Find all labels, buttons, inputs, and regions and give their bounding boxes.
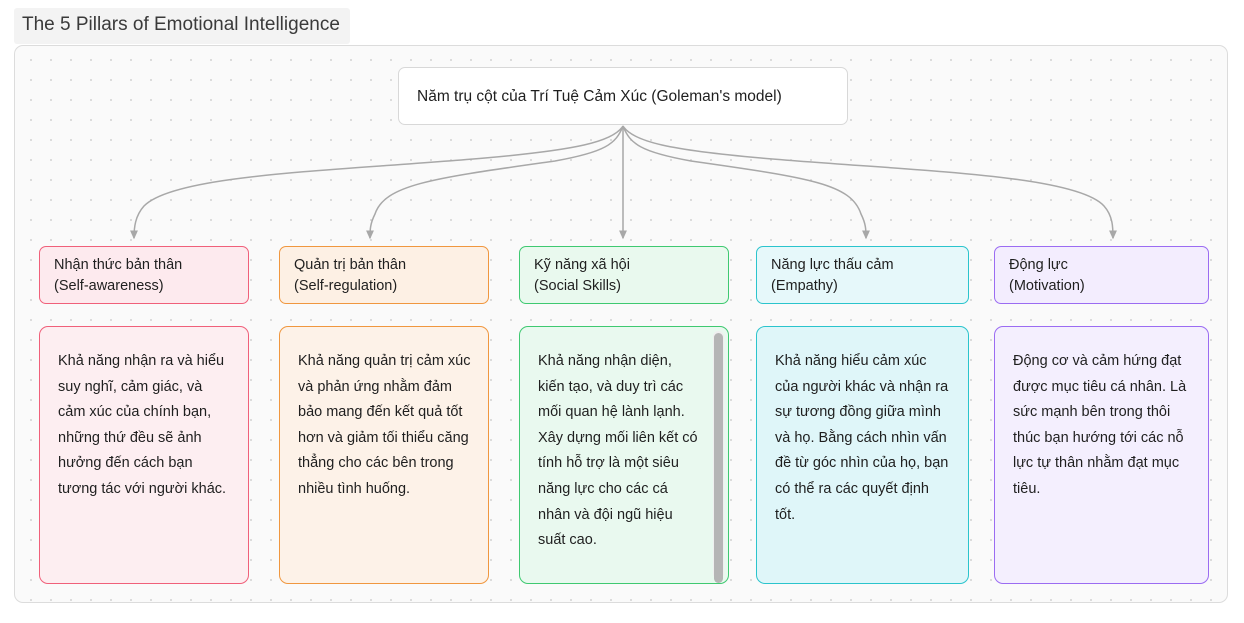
pillar-title-en: (Self-regulation) [294,278,398,294]
pillar-body-self-awareness[interactable]: Khả năng nhận ra và hiểu suy nghĩ, cảm g… [39,326,249,584]
pillar-description: Khả năng hiểu cảm xúc của người khác và … [775,353,953,523]
pillar-header-empathy[interactable]: Năng lực thấu cảm (Empathy) [756,246,969,304]
pillar-body-scrollbar[interactable] [713,331,724,583]
pillar-column-motivation: Động lực (Motivation) Động cơ và cảm hứn… [994,246,1209,584]
edge-root-to-empathy [622,125,870,240]
pillar-title-en: (Self-awareness) [54,278,164,294]
pillar-header-self-awareness[interactable]: Nhận thức bản thân (Self-awareness) [39,246,249,304]
page-title: The 5 Pillars of Emotional Intelligence [14,8,350,44]
pillar-title-vi: Kỹ năng xã hội [534,257,630,273]
pillar-description: Khả năng nhận diện, kiến tạo, và duy trì… [538,353,702,549]
root-node-label: Năm trụ cột của Trí Tuệ Cảm Xúc (Goleman… [417,87,782,105]
pillar-body-motivation[interactable]: Động cơ và cảm hứng đạt được mục tiêu cá… [994,326,1209,584]
pillar-column-empathy: Năng lực thấu cảm (Empathy) Khả năng hiể… [756,246,969,584]
edge-root-to-motivation [622,125,1117,240]
pillar-body-self-regulation[interactable]: Khả năng quản trị cảm xúc và phản ứng nh… [279,326,489,584]
pillar-column-social-skills: Kỹ năng xã hội (Social Skills) Khả năng … [519,246,729,584]
pillar-body-empathy[interactable]: Khả năng hiểu cảm xúc của người khác và … [756,326,969,584]
pillar-header-motivation[interactable]: Động lực (Motivation) [994,246,1209,304]
pillar-title-en: (Empathy) [771,278,838,294]
pillar-description: Động cơ và cảm hứng đạt được mục tiêu cá… [1013,353,1191,497]
pillar-body-social-skills[interactable]: Khả năng nhận diện, kiến tạo, và duy trì… [519,326,729,584]
pillar-title-en: (Social Skills) [534,278,622,294]
pillar-title-en: (Motivation) [1009,278,1085,294]
edge-root-to-self-awareness [130,125,624,240]
pillar-title-vi: Quản trị bản thân [294,257,407,273]
pillar-title-vi: Động lực [1009,257,1068,273]
pillar-description: Khả năng quản trị cảm xúc và phản ứng nh… [298,353,475,497]
pillar-header-self-regulation[interactable]: Quản trị bản thân (Self-regulation) [279,246,489,304]
scrollbar-thumb[interactable] [714,333,723,583]
diagram-canvas[interactable]: Năm trụ cột của Trí Tuệ Cảm Xúc (Goleman… [14,45,1228,603]
pillar-title-vi: Năng lực thấu cảm [771,257,894,273]
pillar-column-self-regulation: Quản trị bản thân (Self-regulation) Khả … [279,246,489,584]
pillar-column-self-awareness: Nhận thức bản thân (Self-awareness) Khả … [39,246,249,584]
pillar-title-vi: Nhận thức bản thân [54,257,183,273]
pillar-description: Khả năng nhận ra và hiểu suy nghĩ, cảm g… [58,353,229,497]
pillar-header-social-skills[interactable]: Kỹ năng xã hội (Social Skills) [519,246,729,304]
root-node[interactable]: Năm trụ cột của Trí Tuệ Cảm Xúc (Goleman… [398,67,848,125]
edge-root-to-self-regulation [366,125,624,240]
